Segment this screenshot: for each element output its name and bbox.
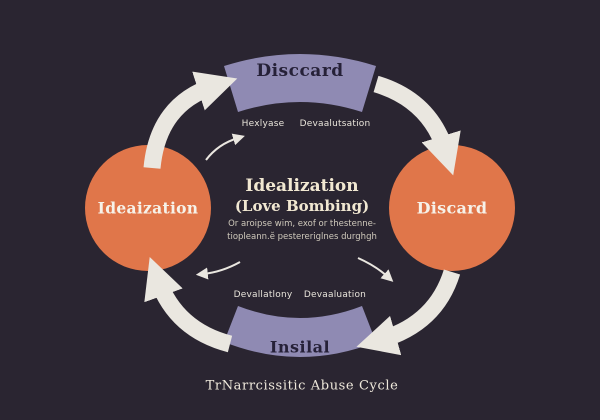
thin-arrow-top-left-icon [205, 133, 245, 161]
center-subtitle: (Love Bombing) [234, 197, 370, 215]
top-band-shape [224, 54, 376, 112]
stage-label-bottom-left: Devallatlony [233, 290, 293, 300]
left-circle-shape [85, 145, 211, 271]
center-title: Idealization [245, 176, 359, 196]
arrow-left-to-top-icon [143, 71, 238, 170]
arrow-right-to-bottom-icon [356, 269, 461, 356]
left-circle-label: Ideaization [97, 198, 199, 218]
bottom-band-shape [224, 306, 376, 357]
thin-arrow-bottom-left-icon [195, 261, 241, 280]
arrow-bottom-to-left-icon [144, 256, 233, 353]
diagram-caption: TrNarrcissitic Abuse Cycle [205, 378, 399, 394]
arrow-top-to-right-icon [373, 75, 461, 176]
center-description-line1: Or aroipse wim, exof or thestenne- [228, 219, 376, 229]
thin-arrow-bottom-right-icon [357, 257, 394, 282]
right-circle-label: Discard [416, 198, 488, 218]
right-circle-shape [389, 145, 515, 271]
stage-label-top-left: Hexlyase [241, 119, 285, 129]
stage-label-top-right: Devaalutsation [299, 119, 371, 129]
top-band-label: Disccard [256, 61, 344, 81]
stage-label-bottom-right: Devaaluation [303, 290, 367, 300]
bottom-band-label: Insilal [269, 337, 331, 357]
center-description-line2: tiopleann.ĕ pestereriglnes durghgh [227, 232, 377, 242]
